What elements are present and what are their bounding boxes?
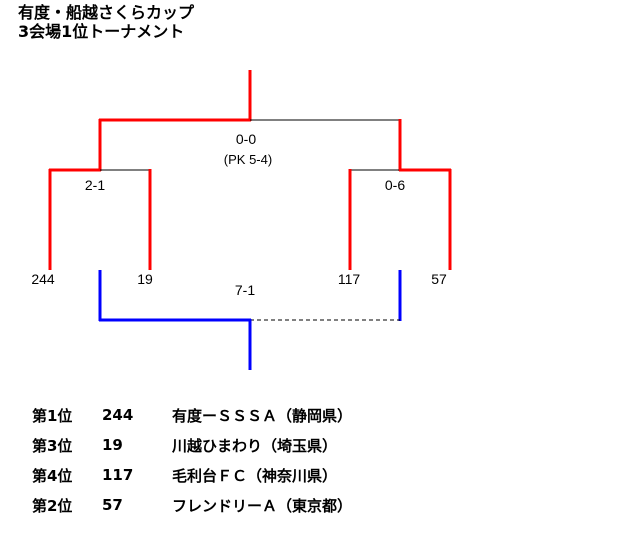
final-pk: (PK 5-4) xyxy=(224,152,272,167)
rank: 第4位 xyxy=(32,466,73,485)
team-name: フレンドリーＡ（東京都） xyxy=(172,496,353,515)
team-name: 有度ーＳＳＳＡ（静岡県） xyxy=(172,406,353,425)
final-score: 0-0 xyxy=(236,131,256,147)
team-id: 117 xyxy=(102,466,134,484)
title-line-1: 有度・船越さくらカップ xyxy=(18,3,195,22)
third-place-score: 7-1 xyxy=(235,282,255,298)
result-row: 第3位 19 川越ひまわり（埼玉県） xyxy=(32,430,352,460)
team-57: 57 xyxy=(431,271,447,287)
team-117: 117 xyxy=(338,271,361,287)
semi-right-score: 0-6 xyxy=(385,177,405,193)
result-row: 第1位 244 有度ーＳＳＳＡ（静岡県） xyxy=(32,400,352,430)
team-244: 244 xyxy=(31,271,55,287)
team-id: 244 xyxy=(102,406,134,424)
team-name: 毛利台ＦＣ（神奈川県） xyxy=(172,466,338,485)
rank: 第2位 xyxy=(32,496,73,515)
team-19: 19 xyxy=(137,271,153,287)
result-row: 第2位 57 フレンドリーＡ（東京都） xyxy=(32,490,352,520)
rank: 第3位 xyxy=(32,436,73,455)
semi-left-score: 2-1 xyxy=(85,177,105,193)
rank: 第1位 xyxy=(32,406,73,425)
team-id: 57 xyxy=(102,496,123,514)
team-id: 19 xyxy=(102,436,123,454)
result-row: 第4位 117 毛利台ＦＣ（神奈川県） xyxy=(32,460,352,490)
team-name: 川越ひまわり（埼玉県） xyxy=(172,436,338,455)
results-list: 第1位 244 有度ーＳＳＳＡ（静岡県） 第3位 19 川越ひまわり（埼玉県） 第4位 1… xyxy=(32,400,352,520)
title-line-2: 3会場1位トーナメント xyxy=(18,22,185,41)
